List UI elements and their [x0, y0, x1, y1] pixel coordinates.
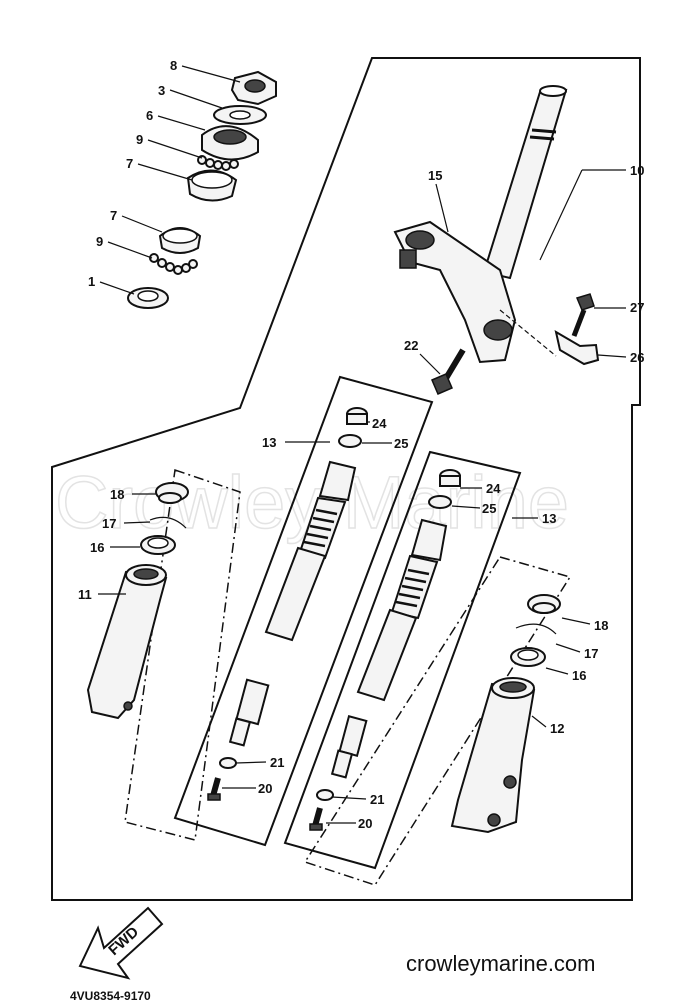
left-inner-tube [264, 546, 327, 642]
callout-labels: 8 3 6 9 7 7 9 1 15 10 27 26 22 24 25 13 … [78, 58, 644, 831]
callout-17-right: 17 [584, 646, 598, 661]
callout-21-left: 21 [270, 755, 284, 770]
callout-18-left: 18 [110, 487, 124, 502]
callout-9-upper: 9 [136, 132, 143, 147]
part-26-hose-clamp [554, 329, 600, 366]
callout-9-lower: 9 [96, 234, 103, 249]
left-damper-rod [318, 460, 357, 502]
callout-leaders [98, 65, 627, 824]
callout-16-right: 16 [572, 668, 586, 683]
callout-25-right: 25 [482, 501, 496, 516]
part-10-steering-stem [482, 88, 568, 280]
callout-22: 22 [404, 338, 418, 353]
callout-27: 27 [630, 300, 644, 315]
steering-bearing-stack [127, 70, 277, 309]
right-outer-tube-assembly [450, 594, 561, 834]
callout-24-right: 24 [486, 481, 501, 496]
right-inner-fork [309, 469, 461, 831]
part-9-lower-balls [149, 253, 198, 275]
callout-20-left: 20 [258, 781, 272, 796]
website-label: crowleymarine.com [406, 951, 596, 976]
callout-7-lower: 7 [110, 208, 117, 223]
callout-18-right: 18 [594, 618, 608, 633]
drawing-code: 4VU8354-9170 [70, 989, 151, 1003]
part-9-upper-balls [197, 155, 239, 171]
left-fork-inner-boundary [173, 375, 434, 847]
right-drain-bolt [309, 807, 323, 831]
left-outer-tube-group [124, 468, 241, 841]
callout-3: 3 [158, 83, 165, 98]
part-27-bolt [571, 293, 595, 337]
callout-12: 12 [550, 721, 564, 736]
right-damper-rod [410, 518, 448, 562]
callout-1: 1 [88, 274, 95, 289]
callout-24-left: 24 [372, 416, 387, 431]
assembly-boundary [51, 57, 641, 901]
callout-20-right: 20 [358, 816, 372, 831]
right-fork-inner-boundary [283, 450, 522, 870]
callout-15: 15 [428, 168, 442, 183]
callout-13-left: 13 [262, 435, 276, 450]
callout-21-right: 21 [370, 792, 384, 807]
right-inner-tube [356, 608, 418, 702]
callout-17-left: 17 [102, 516, 116, 531]
callout-7-upper: 7 [126, 156, 133, 171]
part-22-bolt [431, 348, 466, 395]
forward-direction-arrow: FWD [78, 906, 164, 980]
left-outer-tube-assembly [86, 482, 189, 720]
left-inner-fork [207, 407, 368, 801]
right-outer-tube-group [303, 556, 572, 886]
callout-6: 6 [146, 108, 153, 123]
callout-10: 10 [630, 163, 644, 178]
part-12-right-outer-tube [450, 682, 536, 834]
callout-16-left: 16 [90, 540, 104, 555]
callout-25-left: 25 [394, 436, 408, 451]
steering-stem-assembly [393, 85, 600, 395]
callout-13-right: 13 [542, 511, 556, 526]
left-drain-bolt [207, 777, 221, 801]
callout-11: 11 [78, 587, 92, 602]
callout-26: 26 [630, 350, 644, 365]
callout-8: 8 [170, 58, 177, 73]
